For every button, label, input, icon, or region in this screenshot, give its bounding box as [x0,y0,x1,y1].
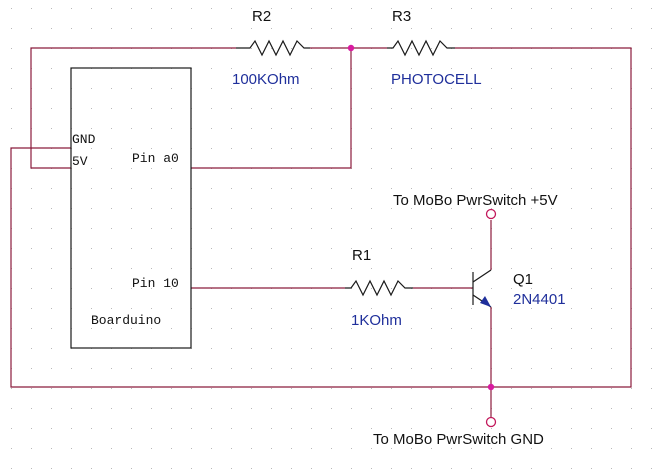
terminal-gnd[interactable] [485,416,497,428]
wire-5v-to-r2 [30,47,236,169]
r1-ref: R1 [352,247,371,264]
boarduino-block [70,67,192,349]
pin-a0-label: Pin a0 [132,151,179,166]
terminal-gnd-label: To MoBo PwrSwitch GND [373,431,544,448]
r2-ref: R2 [252,8,271,25]
grid [11,8,652,469]
terminal-5v-label: To MoBo PwrSwitch +5V [393,192,558,209]
q1-transistor [472,269,492,308]
wire-node-to-a0 [191,48,352,169]
r1-resistor [345,279,413,297]
emitter-arrow [480,296,491,307]
wire-r3-to-bottom [455,47,632,388]
wire-gnd-loop [10,147,491,388]
q1-ref: Q1 [513,271,533,288]
junction-gnd [487,383,495,391]
pin-10-label: Pin 10 [132,276,179,291]
r3-ref: R3 [392,8,411,25]
pin-5v-label: 5V [72,154,88,169]
q1-value: 2N4401 [513,291,566,308]
junction-r2-r3 [347,44,355,52]
wires [10,47,632,418]
terminal-5v[interactable] [485,208,497,220]
r3-value: PHOTOCELL [391,71,482,88]
pin-gnd-label: GND [72,132,96,147]
r1-value: 1KOhm [351,312,402,329]
r2-resistor [236,39,310,57]
r3-resistor [387,39,455,57]
board-name: Boarduino [91,313,161,328]
r2-value: 100KOhm [232,71,300,88]
